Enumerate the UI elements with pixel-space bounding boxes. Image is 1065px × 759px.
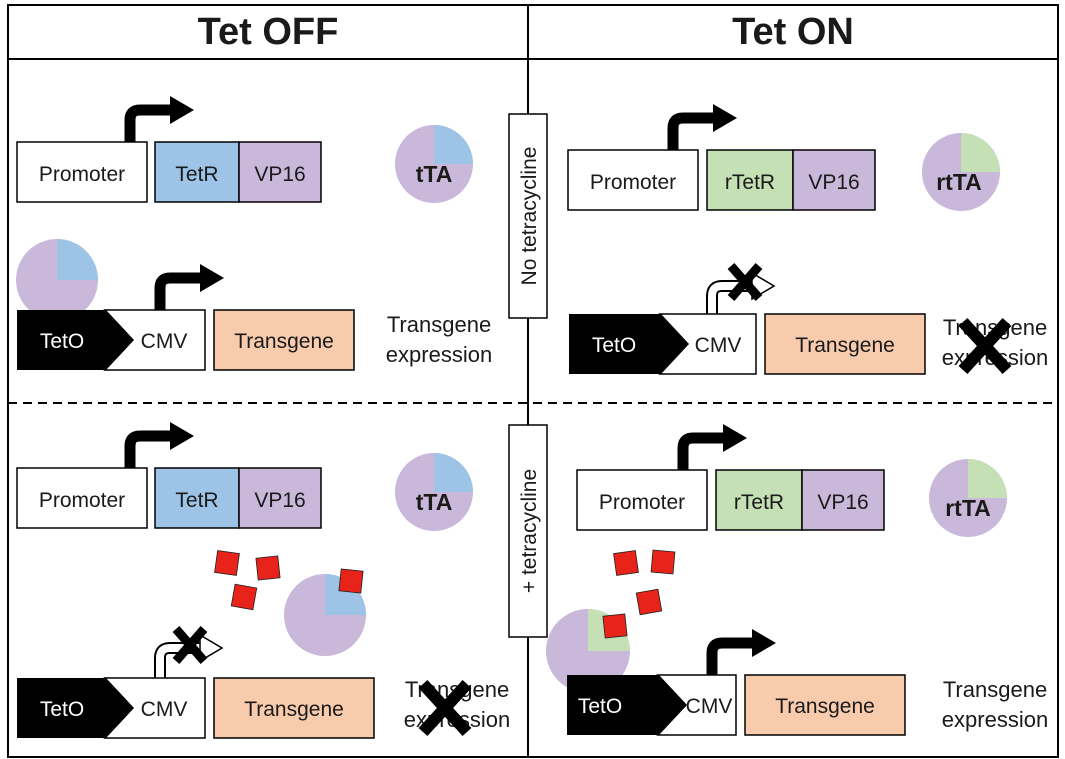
cmv-box: [656, 674, 737, 736]
svg-text:No tetracycline: No tetracycline: [518, 147, 541, 286]
rtetr-label: rTetR: [725, 171, 775, 194]
cmv-box: [658, 313, 757, 375]
cmv-label: CMV: [141, 330, 188, 353]
teto-element: [569, 314, 688, 374]
header-tet-off: Tet OFF: [198, 11, 339, 53]
transgene-label: Transgene: [234, 330, 334, 353]
tta-protein: tTA: [395, 453, 473, 531]
condition-label-no-tetracycline: No tetracycline: [508, 113, 548, 319]
header-tet-on: Tet ON: [732, 11, 854, 53]
cmv-label: CMV: [695, 334, 742, 357]
rtta-protein: rtTA: [922, 133, 1000, 211]
promoter-box: [16, 467, 148, 529]
promoter-box: [576, 469, 708, 531]
rtetr-label: rTetR: [734, 491, 784, 514]
bent-arrow-icon: [160, 264, 224, 310]
teto-element: [17, 310, 133, 370]
svg-text:+ tetracycline: + tetracycline: [518, 469, 541, 593]
rtta-protein: rtTA: [929, 459, 1007, 537]
tetracycline-square-icon: [338, 568, 364, 594]
promoter-label: Promoter: [39, 163, 125, 186]
svg-text:rtTA: rtTA: [945, 495, 991, 521]
tetr-label: TetR: [175, 489, 218, 512]
teto-element: [567, 675, 686, 735]
teto-label: TetO: [592, 334, 636, 357]
vp16-box: [238, 141, 322, 203]
promoter-box: [567, 149, 699, 211]
rtta-protein-tetracycline-bound: [546, 609, 630, 693]
vp16-label: VP16: [254, 489, 305, 512]
expression-label-line1: Transgene: [943, 677, 1047, 702]
svg-text:tTA: tTA: [416, 489, 453, 515]
expression-label-line2: expression: [386, 342, 492, 367]
bent-arrow-icon: [673, 104, 737, 150]
vp16-label: VP16: [808, 171, 859, 194]
tetr-box: [154, 141, 240, 203]
tetracycline-square-icon: [230, 583, 258, 611]
teto-label: TetO: [40, 330, 84, 353]
transgene-label: Transgene: [775, 695, 875, 718]
bent-arrow-icon: [130, 96, 194, 142]
teto-element: [17, 678, 133, 738]
cmv-label: CMV: [141, 698, 188, 721]
tta-protein: tTA: [395, 125, 473, 203]
transgene-label: Transgene: [244, 698, 344, 721]
promoter-box: [16, 141, 148, 203]
promoter-label: Promoter: [599, 491, 685, 514]
cmv-label: CMV: [686, 695, 733, 718]
tta-protein-bound: [16, 239, 98, 321]
expression-label-line1: Transgene: [387, 312, 491, 337]
rtetr-box: [715, 469, 803, 531]
transgene-box: [764, 313, 926, 375]
vp16-box: [792, 149, 876, 211]
svg-text:rtTA: rtTA: [936, 169, 982, 195]
vp16-box: [238, 467, 322, 529]
tetracycline-square-icon: [650, 549, 676, 575]
tetracycline-square-icon: [255, 555, 281, 581]
vp16-box: [801, 469, 885, 531]
tetracycline-square-icon: [613, 550, 639, 576]
svg-text:tTA: tTA: [416, 161, 453, 187]
condition-label-plus-tetracycline: + tetracycline: [508, 424, 548, 638]
tetracycline-square-icon: [602, 613, 628, 639]
bent-arrow-icon: [683, 424, 747, 470]
teto-label: TetO: [40, 698, 84, 721]
teto-label: TetO: [578, 695, 622, 718]
vp16-label: VP16: [254, 163, 305, 186]
tetr-label: TetR: [175, 163, 218, 186]
tetracycline-square-icon: [635, 588, 663, 616]
promoter-label: Promoter: [590, 171, 676, 194]
transgene-box: [213, 309, 355, 371]
tta-protein-tetracycline-bound: [284, 568, 366, 656]
cmv-box: [103, 309, 206, 371]
promoter-label: Promoter: [39, 489, 125, 512]
transgene-label: Transgene: [795, 334, 895, 357]
vp16-label: VP16: [817, 491, 868, 514]
tetracycline-square-icon: [214, 550, 240, 576]
expression-label-line2: expression: [942, 707, 1048, 732]
bent-arrow-icon: [130, 422, 194, 468]
transgene-box: [213, 677, 375, 739]
transgene-box: [744, 674, 906, 736]
cmv-box: [103, 677, 206, 739]
bent-arrow-icon: [712, 629, 776, 675]
